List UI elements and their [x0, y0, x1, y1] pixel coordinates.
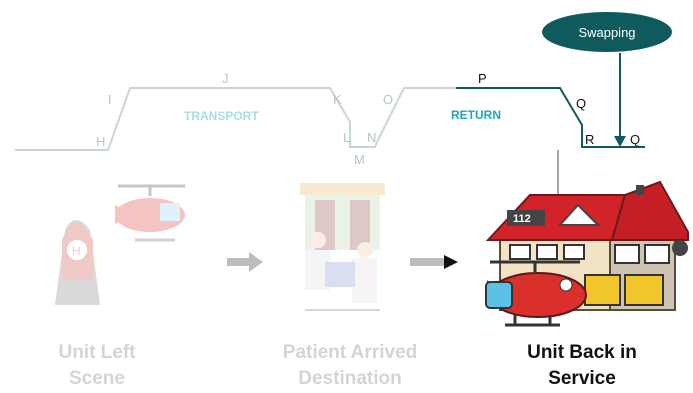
- swapping-arrow-head: [614, 136, 626, 147]
- stage-caption-patient-arrived: Patient Arrived Destination: [265, 340, 435, 392]
- point-label-q1: Q: [576, 96, 587, 111]
- point-label-p: P: [478, 71, 487, 86]
- caption-line: Destination: [298, 368, 402, 389]
- flow-arrow-1: [227, 252, 263, 272]
- phase-label-transport: TRANSPORT: [184, 109, 259, 123]
- timeline-active-line: [456, 87, 645, 148]
- svg-text:H: H: [72, 244, 81, 258]
- point-label-h: H: [96, 134, 106, 149]
- point-label-o: O: [383, 92, 394, 107]
- swapping-badge: Swapping: [542, 12, 672, 52]
- station-helicopter-icon: 112: [485, 180, 689, 327]
- point-label-m: M: [354, 152, 365, 167]
- point-label-j: J: [222, 71, 229, 86]
- stage-caption-unit-back-in-service: Unit Back in Service: [497, 340, 667, 392]
- flow-arrow-2: [410, 255, 458, 269]
- point-label-r: R: [585, 132, 595, 147]
- point-label-n: N: [367, 130, 377, 145]
- swapping-label: Swapping: [578, 24, 636, 40]
- caption-line: Service: [548, 368, 616, 389]
- point-label-l: L: [343, 130, 351, 145]
- caption-line: Unit Left: [58, 342, 136, 363]
- point-label-i: I: [108, 92, 112, 107]
- stage-caption-unit-left-scene: Unit Left Scene: [12, 340, 182, 392]
- point-label-k: K: [333, 92, 342, 107]
- phase-label-return: RETURN: [451, 108, 501, 122]
- caption-line: Unit Back in: [527, 342, 637, 363]
- caption-line: Patient Arrived: [282, 342, 418, 363]
- ambulance-helicopter-icon: H: [55, 184, 185, 305]
- timeline-faded-line: [15, 87, 456, 151]
- station-number: 112: [513, 213, 531, 225]
- hospital-patient-icon: [300, 183, 385, 311]
- caption-line: Scene: [69, 368, 125, 389]
- point-label-q2: Q: [630, 132, 641, 147]
